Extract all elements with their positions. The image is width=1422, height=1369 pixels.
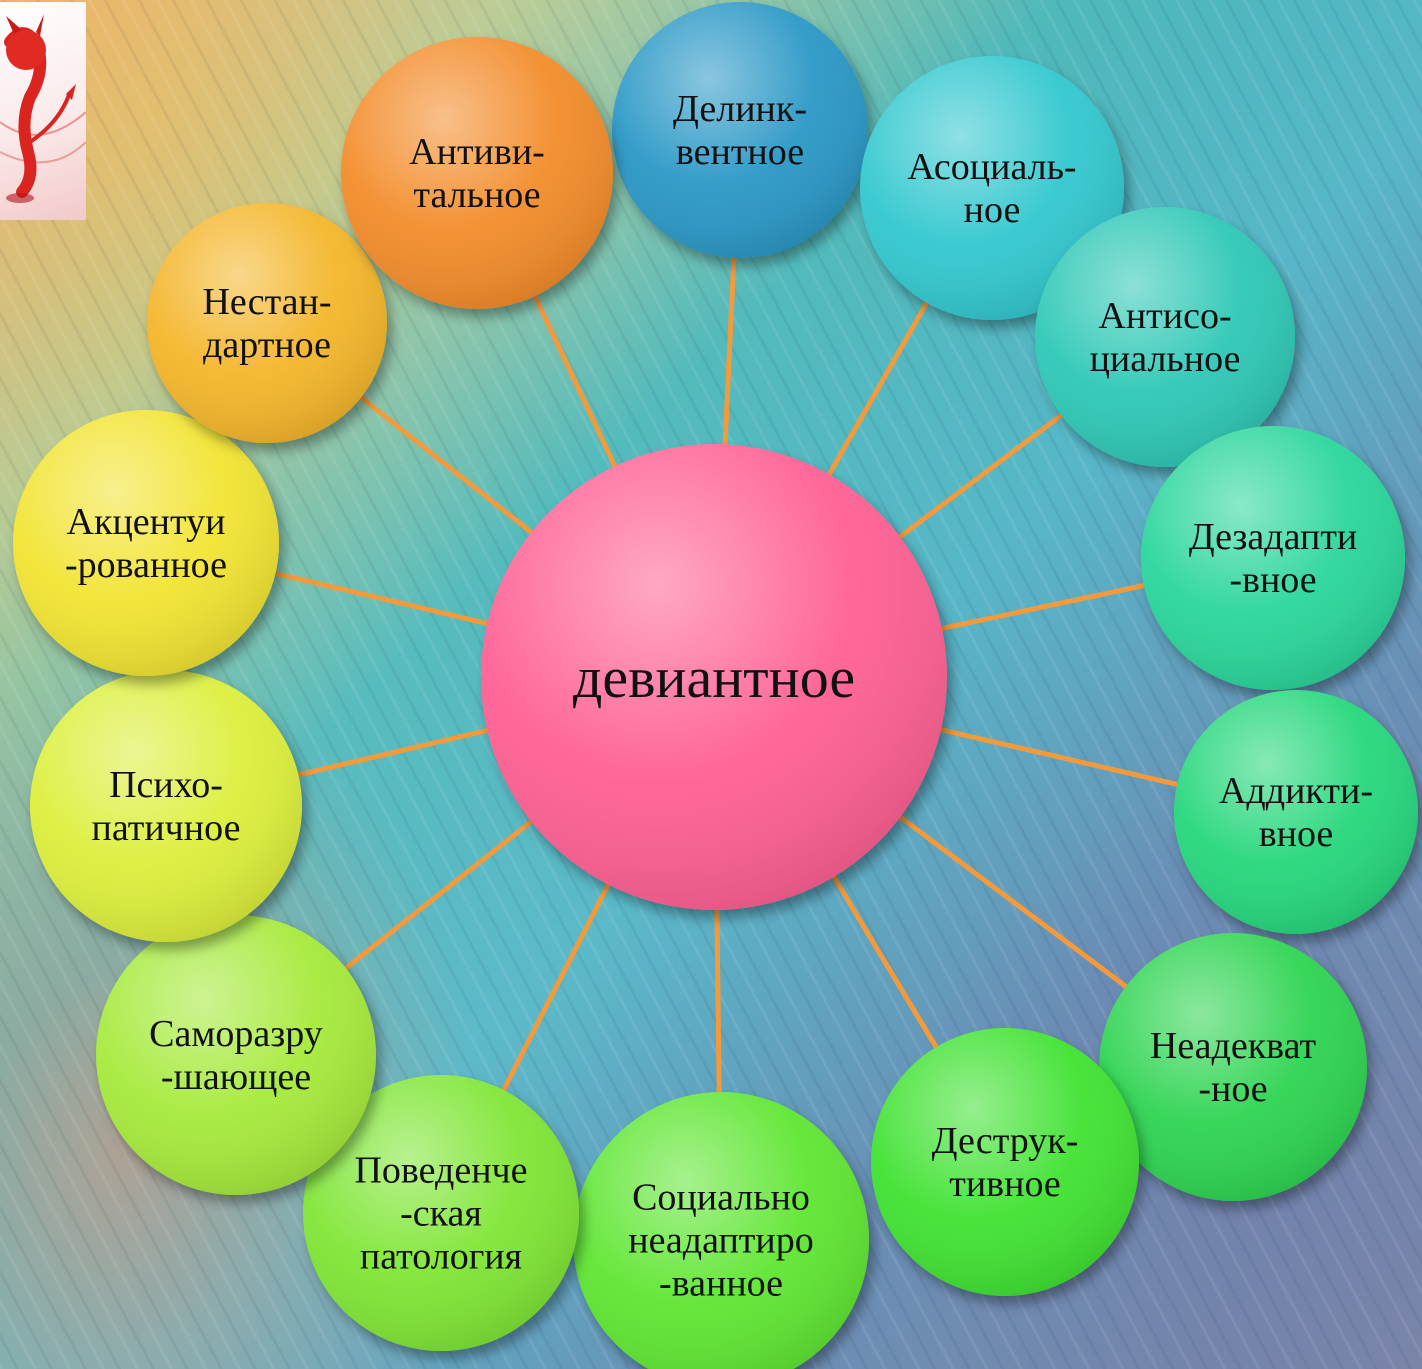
- category-node: Акцентуи-рованное: [13, 410, 279, 676]
- connector-line: [890, 408, 1070, 545]
- category-label: Социально: [632, 1177, 810, 1219]
- connector-line: [826, 866, 943, 1056]
- category-node: Дезадапти-вное: [1141, 426, 1405, 690]
- devil-figure-image: [0, 2, 86, 220]
- category-label: Аддикти-: [1219, 770, 1373, 812]
- connector-lines: [267, 249, 1186, 1101]
- category-node: Психо-патичное: [30, 670, 302, 942]
- category-label: Психо-: [109, 764, 223, 806]
- category-node: Неадекват-ное: [1099, 933, 1367, 1201]
- connector-line: [714, 899, 722, 1101]
- connector-line: [267, 569, 498, 629]
- connector-line: [931, 581, 1153, 634]
- connector-line: [822, 294, 933, 485]
- category-label: вное: [1259, 813, 1334, 855]
- category-label: -ская: [400, 1193, 482, 1235]
- category-label: -рованное: [65, 544, 227, 586]
- connector-line: [337, 813, 541, 976]
- category-label: патичное: [92, 807, 241, 849]
- category-node: Аддикти-вное: [1174, 690, 1418, 934]
- category-label: вентное: [676, 131, 804, 173]
- category-label: патология: [360, 1236, 522, 1278]
- center-node: девиантное: [481, 444, 947, 910]
- category-label: Акцентуи: [67, 501, 226, 543]
- category-label: Дезадапти: [1189, 516, 1358, 558]
- category-label: -ное: [1198, 1068, 1267, 1110]
- connector-line: [353, 390, 541, 541]
- connector-line: [529, 287, 622, 477]
- connector-line: [722, 249, 737, 455]
- category-node: Антисо-циальное: [1035, 207, 1295, 467]
- category-label: -шающее: [161, 1056, 311, 1098]
- category-label: Нестан-: [202, 281, 331, 323]
- category-label: циальное: [1090, 338, 1241, 380]
- category-label: ное: [964, 189, 1021, 231]
- connector-line: [290, 725, 498, 780]
- category-label: Саморазру: [149, 1013, 323, 1055]
- category-node: Саморазру-шающее: [96, 915, 376, 1195]
- devil-figure-icon: [0, 14, 86, 203]
- connector-line: [497, 874, 616, 1099]
- center-label: девиантное: [573, 645, 855, 710]
- category-label: Антисо-: [1098, 295, 1231, 337]
- category-node: Антиви-тальное: [341, 37, 613, 309]
- category-label: Антиви-: [409, 131, 545, 173]
- category-label: Деструк-: [932, 1120, 1079, 1162]
- category-node: Деструк-тивное: [871, 1028, 1139, 1296]
- category-label: -ванное: [659, 1263, 783, 1305]
- category-label: Асоциаль-: [907, 146, 1076, 188]
- category-label: Неадекват: [1150, 1025, 1317, 1067]
- category-node: Нестан-дартное: [147, 203, 387, 443]
- category-label: дартное: [203, 324, 331, 366]
- category-label: Делинк-: [673, 88, 807, 130]
- category-label: тивное: [949, 1163, 1061, 1205]
- connector-line: [930, 724, 1186, 789]
- category-label: тальное: [413, 174, 540, 216]
- connector-line: [890, 808, 1134, 994]
- category-node: Делинк-вентное: [612, 2, 868, 258]
- category-label: неадаптиро: [628, 1220, 814, 1262]
- category-node: Асоциаль-ное: [860, 56, 1124, 320]
- category-label: Поведенче: [354, 1150, 527, 1192]
- category-label: -вное: [1229, 559, 1316, 601]
